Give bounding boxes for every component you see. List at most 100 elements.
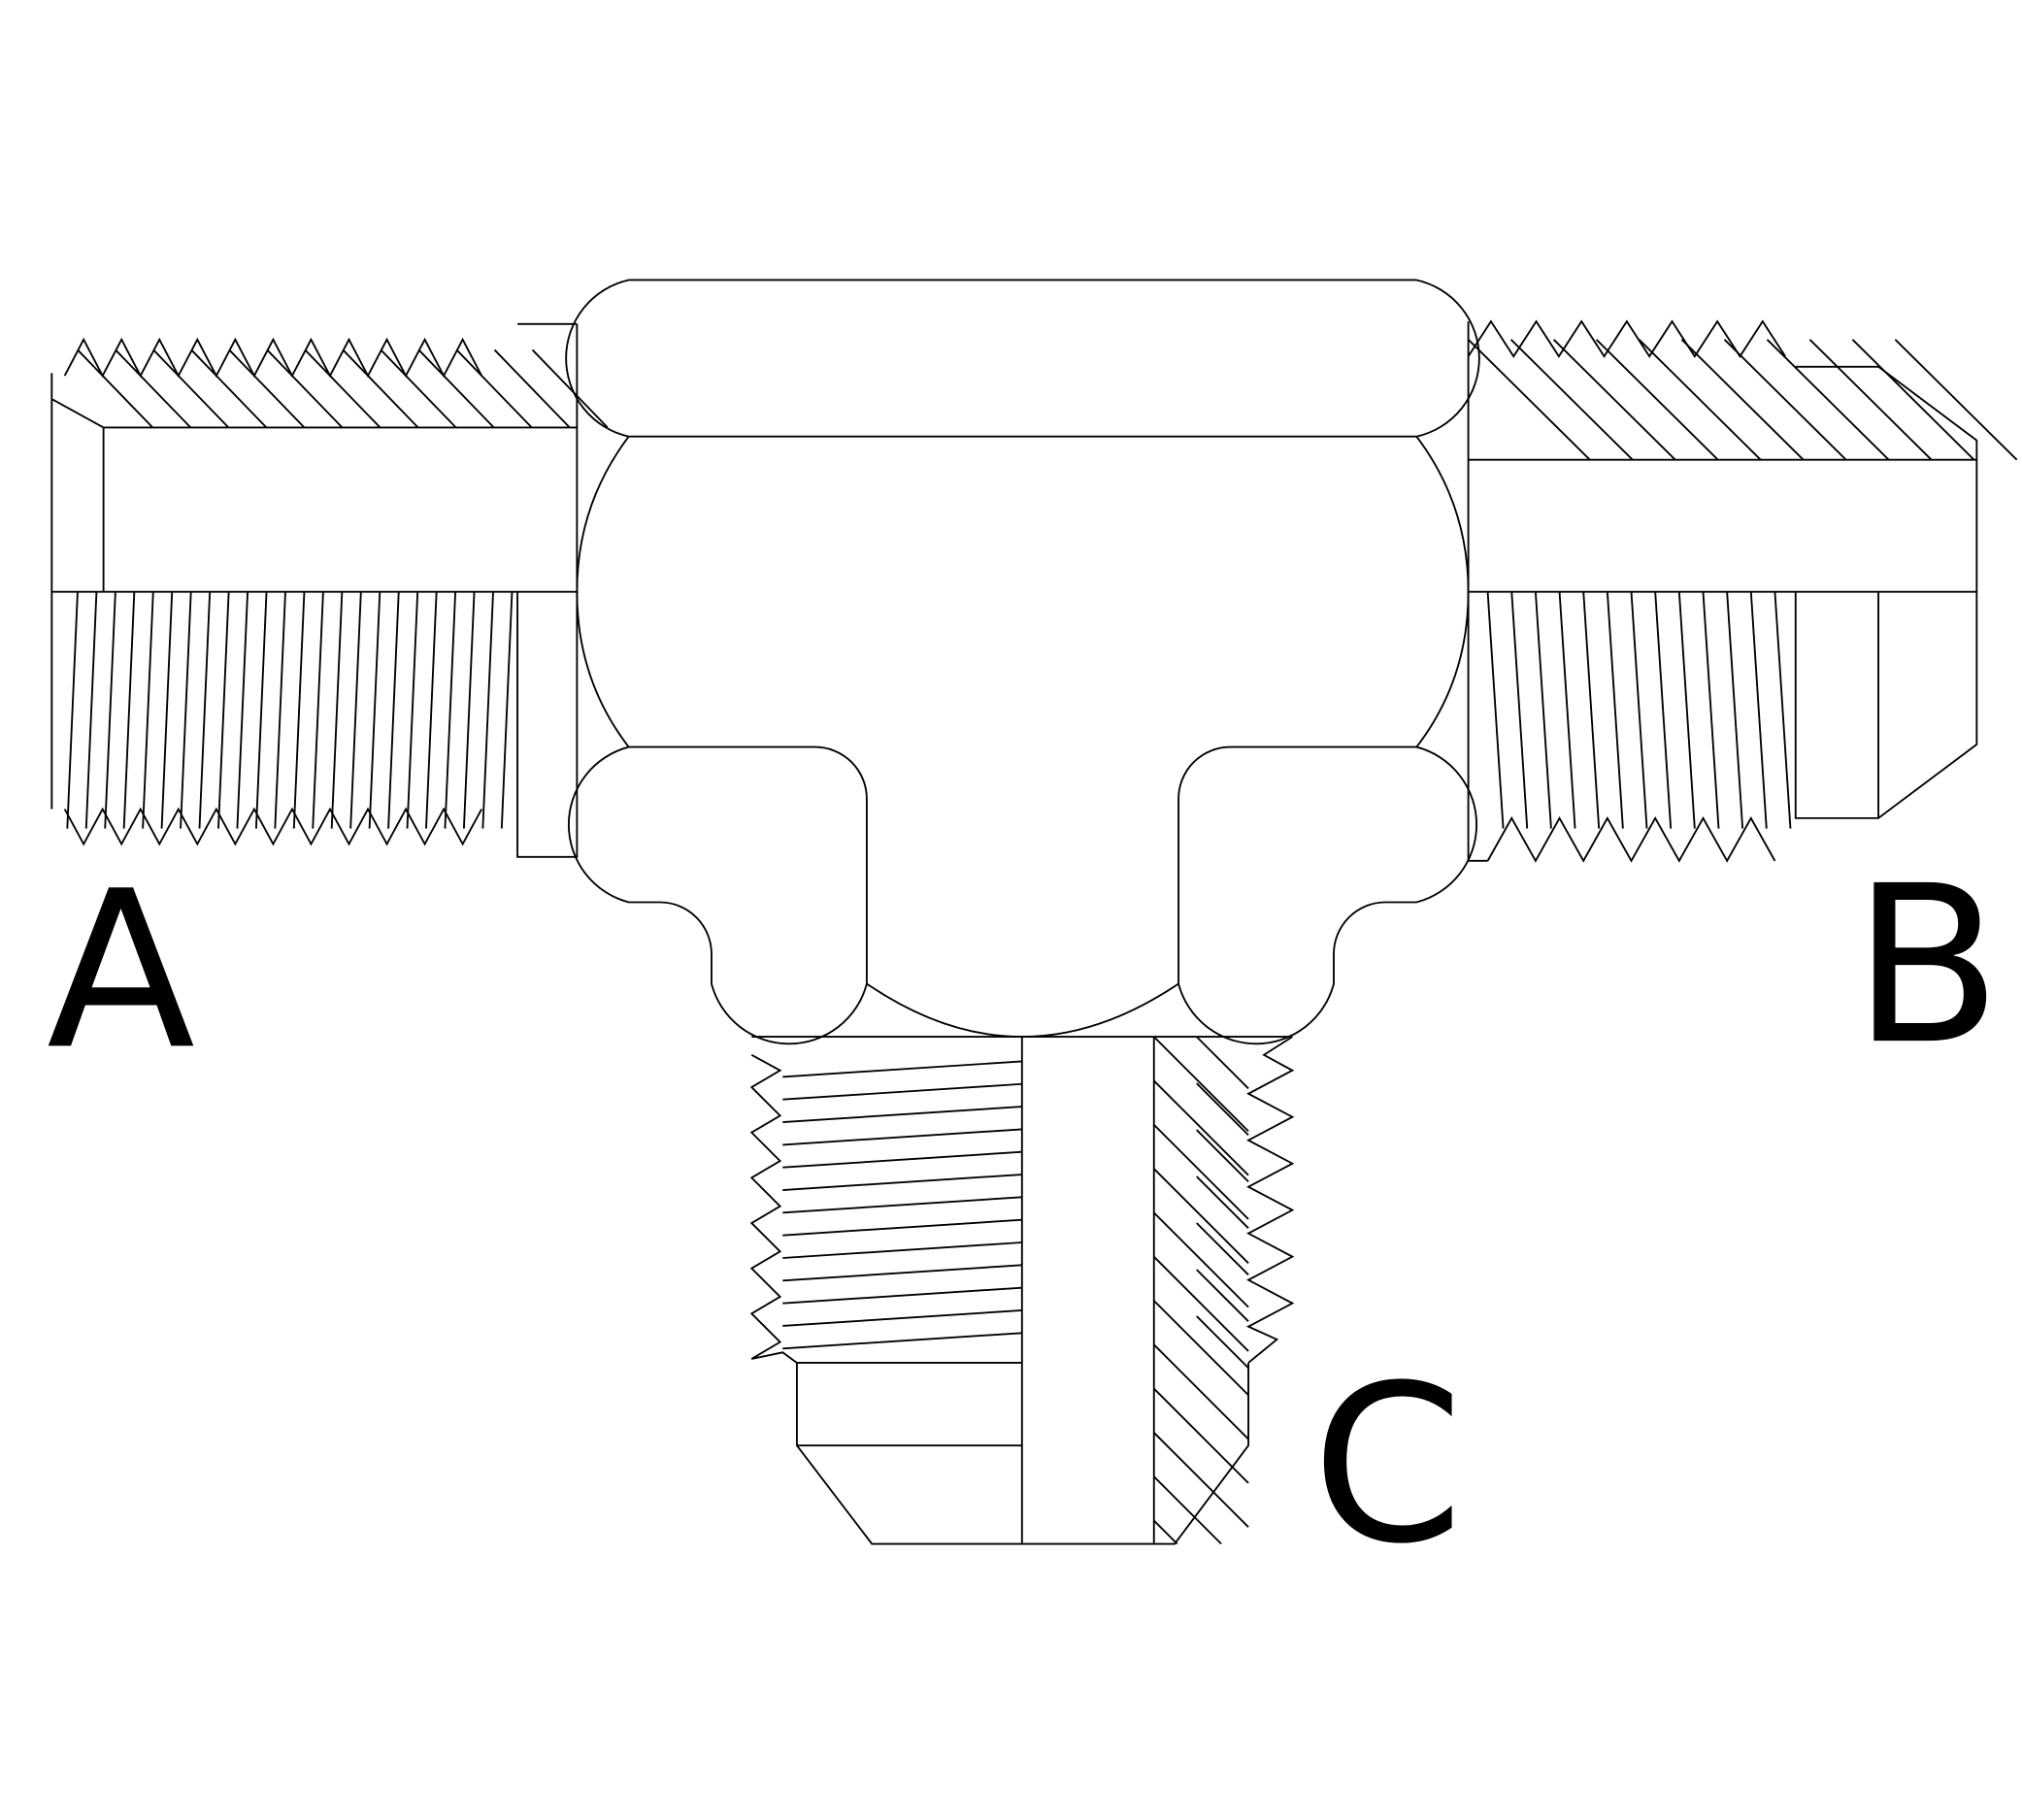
hatch-line xyxy=(1509,339,1634,461)
hatch-line xyxy=(1726,591,1744,829)
hatch-line xyxy=(368,591,381,829)
hatch-line xyxy=(1638,339,1762,461)
port-c-fitting xyxy=(749,1036,1295,1545)
hatch-line xyxy=(1153,1036,1249,1133)
hatch-line xyxy=(1723,339,1847,461)
hatch-line xyxy=(274,591,286,829)
hatch-line xyxy=(1196,1315,1249,1369)
port-a-fitting xyxy=(50,322,609,858)
hatch-line xyxy=(1582,591,1601,829)
hatch-line xyxy=(330,591,344,829)
hatch-line xyxy=(122,591,136,829)
hatch-line xyxy=(782,1060,1022,1078)
hatch-line xyxy=(190,348,268,429)
hatch-line xyxy=(782,1264,1022,1282)
hatch-line xyxy=(1552,339,1676,461)
hatch-line xyxy=(444,591,457,829)
hatch-line xyxy=(1749,591,1768,829)
hatch-line xyxy=(1196,1082,1249,1137)
hatch-line xyxy=(180,591,192,829)
hatch-line xyxy=(782,1174,1022,1191)
hatch-line xyxy=(104,591,116,829)
hatch-line xyxy=(266,348,344,429)
hatch-line xyxy=(417,348,495,429)
hatch-line xyxy=(312,591,324,829)
hatch-line xyxy=(782,1309,1022,1327)
hatch-line xyxy=(481,591,494,829)
hatch-line xyxy=(349,591,362,829)
hatch-line xyxy=(782,1150,1022,1169)
hatch-line xyxy=(1153,1079,1249,1176)
port-b-fitting xyxy=(1467,319,2018,863)
hatch-line xyxy=(387,591,400,829)
hatch-line xyxy=(1534,591,1552,829)
hatch-line xyxy=(1808,339,1933,461)
hatch-line xyxy=(1486,591,1505,829)
hatch-line xyxy=(1196,1269,1249,1322)
hatch-line xyxy=(455,348,533,429)
hatch-line xyxy=(500,591,514,829)
hatch-line xyxy=(1153,1168,1249,1264)
hatch-line xyxy=(425,591,438,829)
hatch-line xyxy=(1153,1475,1222,1545)
hatch-line xyxy=(782,1196,1022,1214)
hatch-line xyxy=(1153,1256,1249,1352)
hatch-line xyxy=(142,591,154,829)
hatch-line xyxy=(236,591,249,829)
hatch-line xyxy=(782,1241,1022,1259)
hatch-line xyxy=(1153,1519,1178,1545)
tee-body xyxy=(565,279,1480,1045)
hatch-line xyxy=(406,591,419,829)
hatch-line xyxy=(1851,339,1975,461)
hatch-line xyxy=(1773,591,1792,829)
hatch-line xyxy=(77,348,153,429)
hatch-line xyxy=(1654,591,1673,829)
hatch-line xyxy=(84,591,98,829)
hatch-line xyxy=(1196,1175,1249,1230)
hatch-line xyxy=(1630,591,1648,829)
hatch-line xyxy=(115,348,191,429)
hatch-line xyxy=(1196,1129,1249,1183)
hatch-line xyxy=(1467,339,1591,461)
hatch-line xyxy=(217,591,230,829)
label-port-b: B xyxy=(1852,839,2002,1092)
hatch-line xyxy=(254,591,268,829)
hatch-line xyxy=(292,591,306,829)
hatch-line xyxy=(1677,591,1696,829)
hatch-line xyxy=(198,591,212,829)
hatch-line xyxy=(531,348,609,429)
hatch-line xyxy=(1153,1211,1249,1308)
hatch-line xyxy=(66,591,79,829)
hatch-line xyxy=(782,1106,1022,1123)
hatch-line xyxy=(152,348,230,429)
hatch-line xyxy=(1196,1222,1249,1275)
hatch-line xyxy=(1153,1300,1249,1396)
hatch-line xyxy=(342,348,419,429)
hatch-line xyxy=(1196,1036,1249,1090)
hatch-line xyxy=(1894,339,2018,461)
hatch-line xyxy=(1558,591,1576,829)
label-port-a: A xyxy=(47,844,195,1097)
hatch-line xyxy=(462,591,476,829)
hatch-line xyxy=(1153,1432,1249,1528)
hatch-line xyxy=(1153,1343,1249,1440)
hatch-line xyxy=(1153,1387,1249,1484)
hatch-line xyxy=(1153,1124,1249,1220)
hatch-line xyxy=(782,1082,1022,1101)
hatch-line xyxy=(160,591,174,829)
hatch-line xyxy=(1606,591,1624,829)
hatch-line xyxy=(782,1128,1022,1146)
hatch-line xyxy=(1702,591,1720,829)
label-port-c: C xyxy=(1311,1339,1463,1592)
hatch-line xyxy=(782,1218,1022,1237)
hatch-line xyxy=(782,1286,1022,1305)
hatch-line xyxy=(380,348,457,429)
hatch-line xyxy=(1595,339,1719,461)
hatch-line xyxy=(1680,339,1805,461)
hatch-line xyxy=(1766,339,1890,461)
hatch-line xyxy=(782,1332,1022,1350)
hatch-line xyxy=(304,348,381,429)
hatch-line xyxy=(228,348,306,429)
hatch-line xyxy=(493,348,571,429)
